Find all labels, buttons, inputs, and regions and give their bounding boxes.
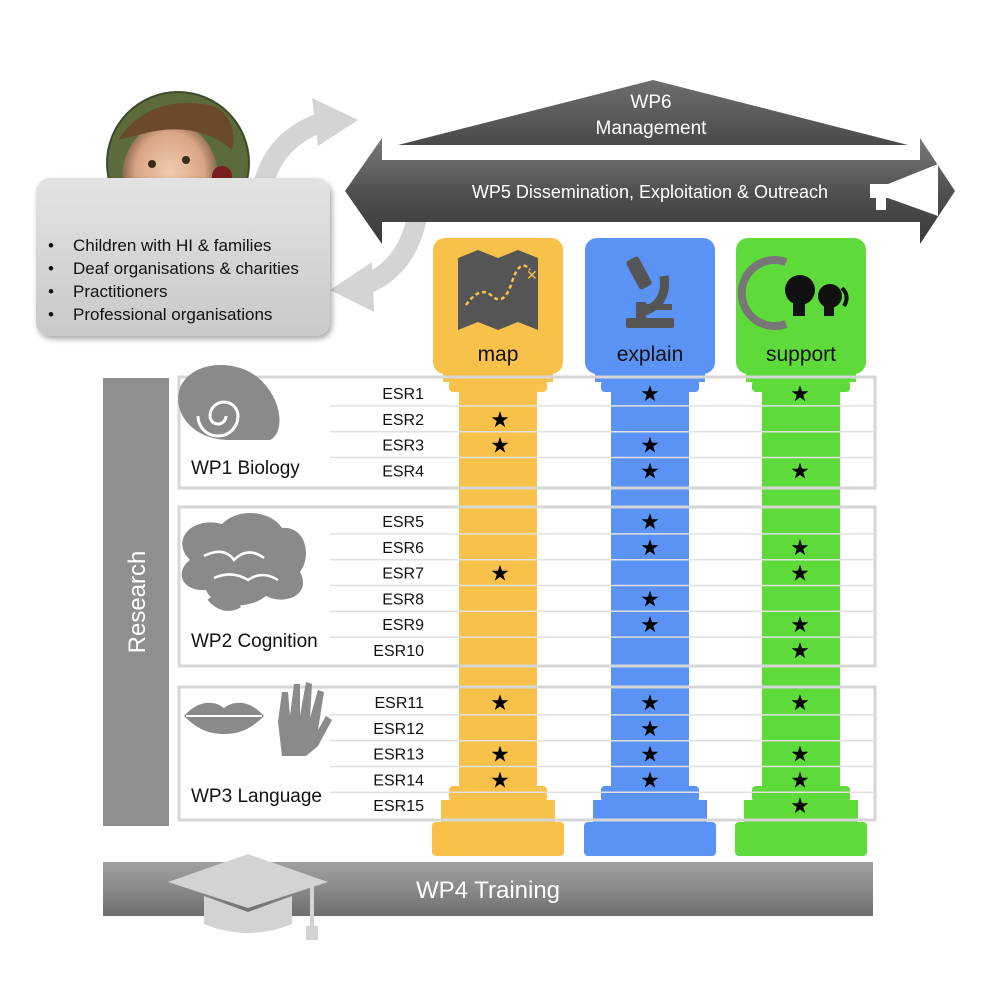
star-mark: ★ [790, 459, 810, 484]
star-mark: ★ [640, 382, 660, 407]
wp1-group [177, 375, 877, 490]
wp3-group [177, 685, 877, 822]
wp5-label: WP5 Dissemination, Exploitation & Outrea… [472, 182, 828, 202]
star-mark: ★ [640, 536, 660, 561]
esr-label: ESR8 [382, 591, 424, 608]
star-mark: ★ [490, 743, 510, 768]
esr-row-lines [330, 405, 873, 794]
star-mark: ★ [490, 691, 510, 716]
cochlea-icon [178, 364, 280, 440]
star-mark: ★ [490, 768, 510, 793]
stakeholder-item: •Children with HI & families [48, 236, 272, 255]
esr-label: ESR6 [382, 540, 424, 557]
star-mark: ★ [640, 768, 660, 793]
esr-label: ESR15 [373, 798, 424, 815]
esr-labels: ESR1ESR2ESR3ESR4ESR5ESR6ESR7ESR8ESR9ESR1… [373, 386, 424, 815]
star-mark: ★ [790, 613, 810, 638]
wp6-management-roof [398, 80, 908, 145]
wp2-group [177, 505, 877, 668]
star-mark: ★ [790, 691, 810, 716]
star-mark: ★ [640, 717, 660, 742]
wp6-code: WP6 [630, 92, 671, 113]
pillar-label-explain: explain [617, 343, 684, 366]
stakeholder-list: •Children with HI & families •Deaf organ… [48, 234, 299, 326]
stakeholder-item: •Deaf organisations & charities [48, 259, 299, 278]
esr-label: ESR12 [373, 721, 424, 738]
pillar-support [735, 238, 867, 856]
stakeholder-box: •Children with HI & families •Deaf organ… [36, 178, 330, 336]
star-mark: ★ [640, 613, 660, 638]
star-mark: ★ [490, 562, 510, 587]
star-mark: ★ [640, 587, 660, 612]
star-mark: ★ [640, 743, 660, 768]
star-mark: ★ [790, 536, 810, 561]
star-mark: ★ [640, 691, 660, 716]
graduation-cap-icon [168, 854, 328, 940]
star-mark: ★ [790, 743, 810, 768]
star-mark: ★ [790, 768, 810, 793]
wp3-label: WP3 Language [191, 786, 322, 807]
wp6-name: Management [596, 118, 708, 139]
research-label: Research [124, 551, 151, 654]
brain-icon [181, 512, 306, 611]
pillar-label-support: support [766, 343, 836, 366]
star-mark: ★ [640, 510, 660, 535]
esr-stars: ★★★★★★★★★★★★★★★★★★★★★★★★★★★ [490, 382, 810, 819]
stakeholder-item: •Professional organisations [48, 305, 273, 324]
star-mark: ★ [790, 639, 810, 664]
star-mark: ★ [790, 794, 810, 819]
esr-label: ESR9 [382, 617, 424, 634]
star-mark: ★ [790, 562, 810, 587]
wp5-dissemination-arrow [345, 138, 955, 244]
pillar-label-map: map [478, 343, 519, 366]
wp2-label: WP2 Cognition [191, 631, 318, 652]
star-mark: ★ [490, 434, 510, 459]
research-bar [103, 378, 169, 826]
map-icon: ✕ [458, 250, 538, 330]
lips-and-hand-icon [184, 682, 332, 756]
esr-label: ESR10 [373, 643, 424, 660]
esr-label: ESR7 [382, 566, 424, 583]
stakeholder-item: •Practitioners [48, 282, 168, 301]
wp1-label: WP1 Biology [191, 458, 300, 479]
esr-label: ESR3 [382, 438, 424, 455]
wp4-training-label: WP4 Training [416, 877, 560, 904]
star-mark: ★ [640, 434, 660, 459]
esr-label: ESR1 [382, 386, 424, 403]
esr-label: ESR4 [382, 463, 424, 480]
star-mark: ★ [490, 408, 510, 433]
svg-text:✕: ✕ [526, 268, 538, 284]
esr-label: ESR5 [382, 514, 424, 531]
esr-label: ESR2 [382, 412, 424, 429]
esr-label: ESR13 [373, 747, 424, 764]
star-mark: ★ [790, 382, 810, 407]
microscope-icon [626, 256, 674, 328]
megaphone-icon [870, 164, 938, 216]
star-mark: ★ [640, 459, 660, 484]
esr-label: ESR14 [373, 772, 424, 789]
child-heads-icon [737, 256, 849, 330]
esr-label: ESR11 [374, 695, 424, 712]
